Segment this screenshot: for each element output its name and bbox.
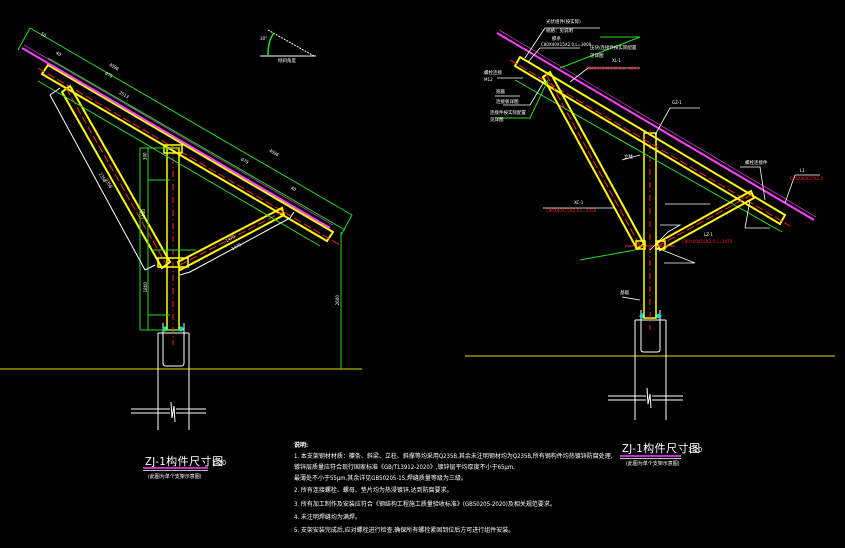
dim-height-total: 2600 [335, 295, 341, 306]
connection-plate [163, 144, 183, 154]
note-item: 2. 所有连接螺栓、螺母、垫片均为热浸镀锌,达到防腐要求。 [294, 487, 453, 494]
note-item: 5. 支架安装完成后,应对螺栓进行检查,确保所有螺栓紧固到位后方可进行组件安装。 [294, 527, 515, 534]
callout-gz1: GZ-1 [672, 101, 682, 106]
callout-purlin-sub: C80X40X15X2.0,L=3000 [541, 43, 592, 48]
callout-connector: 连接件按实际配置 [490, 111, 526, 116]
note-item: 最薄处不小于55μm,其余详见GB50205-15,焊缝质量等级为三级。 [294, 475, 467, 482]
main-beam-right [513, 55, 787, 226]
callout-plate: 连接板详图 [496, 100, 519, 105]
callout-l1: L1 [800, 169, 805, 174]
angle-value: 30° [260, 37, 268, 42]
note-item: 3. 所有加工制作及安装应符合《钢结构工程施工质量验收标准》(GB50205-2… [294, 501, 556, 508]
callout-clamp: 压块/连接件按实际配置 [590, 46, 637, 51]
right-view-title: ZJ-1构件尺寸图 [622, 442, 701, 455]
anchor-bolt [656, 313, 662, 319]
callout-pv-module: 光伏组件(按实际) [546, 20, 581, 25]
callout-lz1: LZ-1 [704, 233, 713, 238]
dim-column-upper: 300 [143, 152, 149, 161]
foundation-left [131, 323, 206, 430]
foundation-right [608, 310, 683, 420]
callout-xc1: XC-1 [574, 201, 584, 206]
callout-xc1-sub: C80X40X15X2.0,L=2356 [546, 209, 597, 214]
callout-clamp-sub: 见详图 [590, 54, 604, 59]
callout-column: 立柱 [624, 155, 633, 160]
right-view-subtitle: (此图为单个支架示意图) [626, 461, 680, 467]
purlin-line-left [21, 47, 331, 229]
diagonal-brace-right-view-right [655, 189, 756, 252]
left-view-scale: 1:20 [212, 459, 227, 467]
left-view-title: ZJ-1构件尺寸图 [145, 455, 224, 468]
note-item: 1. 本支架钢材材质：檩条、斜梁、立柱、斜撑等均采用Q235B,其余未注明钢材均… [294, 453, 613, 460]
angle-label: 倾斜角度 [278, 59, 296, 64]
callout-hoop: 抱箍 [496, 90, 505, 95]
callout-xl1: XL-1 [612, 59, 621, 64]
callout-xl1-sub: C100X50X20X2.0,L=4096 [586, 67, 639, 72]
dim-column-mid: 1440 [141, 209, 147, 220]
left-view [0, 27, 362, 430]
callout-bolt-conn: 螺栓连接件 [745, 161, 768, 166]
note-item: 镀锌层质量应符合现行国家标准《GB/T13912-2020》,镀锌层平均厚度不小… [294, 464, 515, 471]
dim-column-lower: 1800 [143, 282, 149, 293]
callout-pv-module-sub: 规格：见说明 [546, 29, 573, 34]
callout-purlin: 檩条 [552, 37, 561, 42]
callout-foundation: 基础 [620, 291, 629, 296]
right-view [465, 27, 835, 420]
angle-callout [260, 29, 316, 57]
right-view-scale: 1:20 [688, 446, 703, 454]
leader-lines-right [495, 27, 820, 301]
callout-bolt: 螺栓连接 [484, 71, 502, 76]
note-item: 4. 未注明焊缝均为满焊。 [294, 514, 361, 521]
white-dims-left [49, 87, 295, 276]
callout-connector-sub: 见详图 [490, 118, 504, 123]
dimension-lines-left [17, 27, 353, 369]
connection-plate [157, 257, 189, 268]
callout-l1-sub: C80X40X15X2.0 [790, 177, 824, 182]
callout-bolt-sub: M12 [484, 78, 493, 83]
diagonal-brace-left [60, 84, 172, 270]
notes-heading: 说明: [294, 442, 309, 449]
main-beam-left [37, 63, 341, 246]
left-view-subtitle: (此图为单个支架示意图) [148, 474, 202, 480]
callout-lz1-sub: C80X40X15X2.0,L=1470 [682, 240, 733, 245]
purlin-line-right [496, 32, 815, 221]
diagonal-brace-right-view-left [541, 70, 646, 251]
